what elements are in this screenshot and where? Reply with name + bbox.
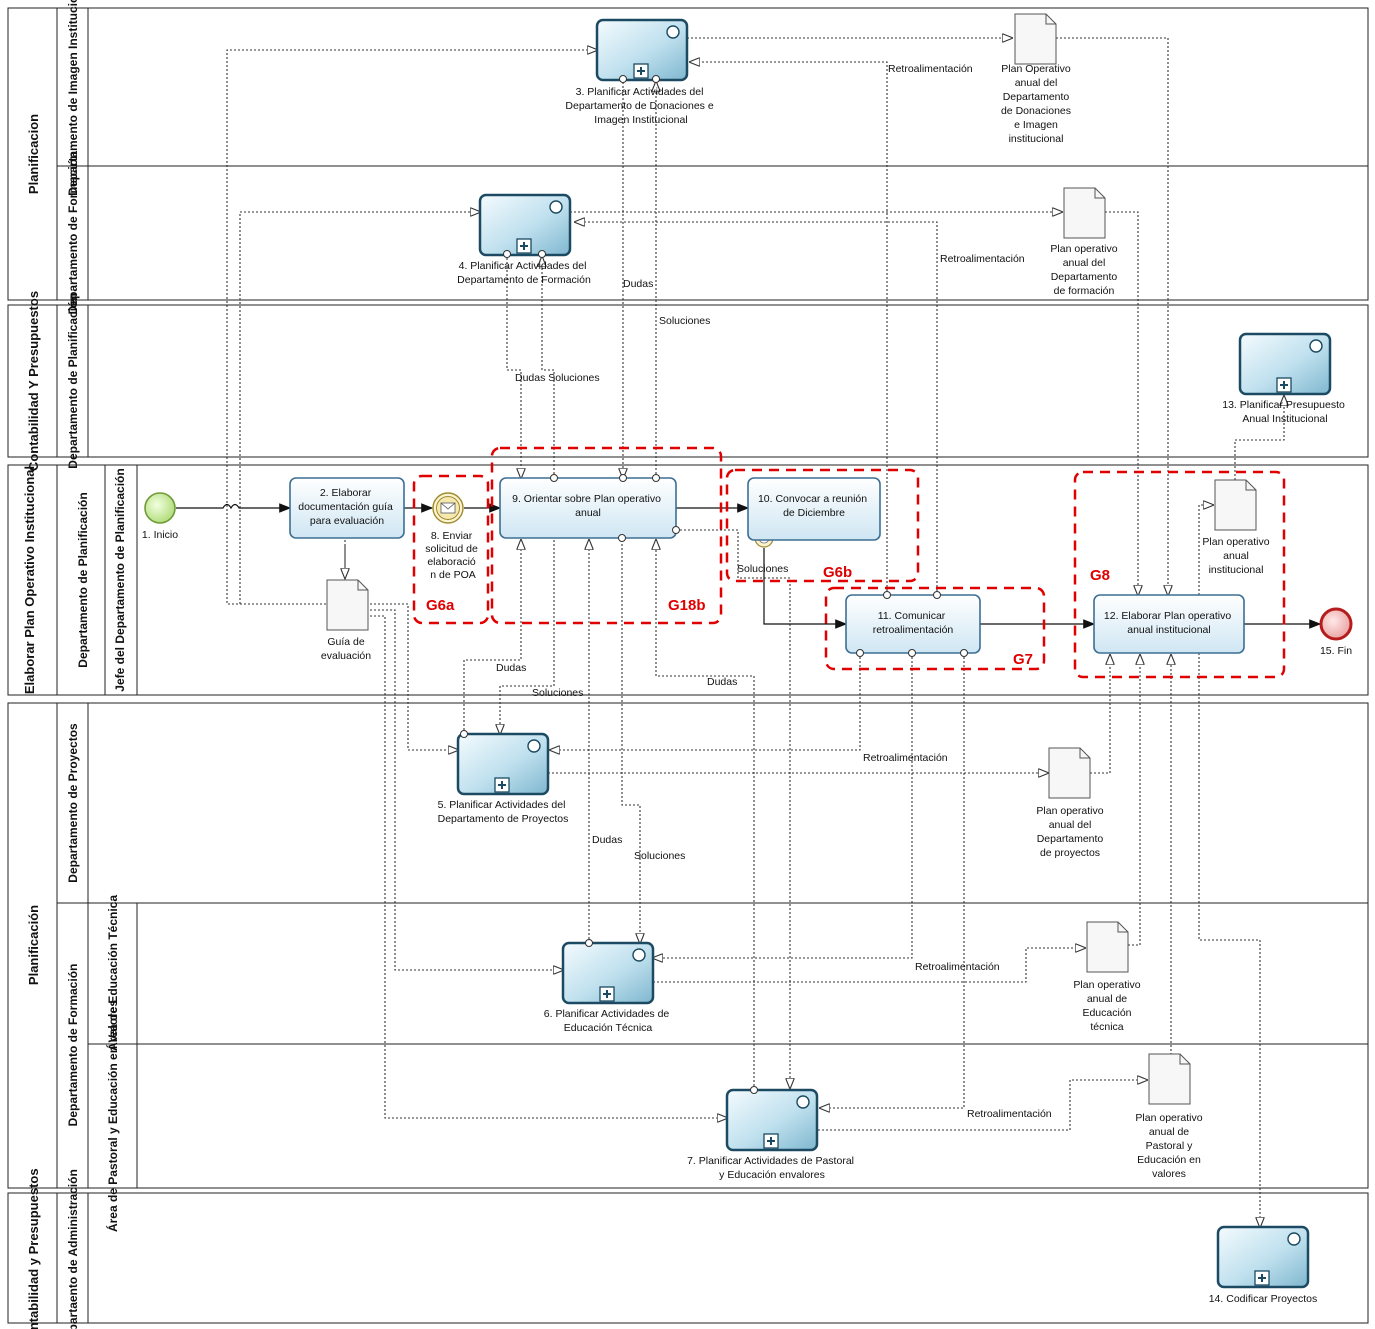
end-event[interactable] xyxy=(1319,607,1353,641)
end-event-label: 15. Fin xyxy=(1320,645,1352,657)
subprocess-3[interactable] xyxy=(595,18,689,82)
svg-text:Dudas: Dudas xyxy=(707,676,737,688)
lane-label-proyectos: Departamento de Proyectos xyxy=(66,723,80,883)
subprocess-13[interactable] xyxy=(1238,332,1332,396)
svg-text:9. Orientar sobre Plan operati: 9. Orientar sobre Plan operativo anual xyxy=(512,493,664,519)
svg-text:G7: G7 xyxy=(1013,651,1033,668)
lane-label-imagen: Departamento de Imagen Institucional xyxy=(66,0,80,196)
document-institucional[interactable] xyxy=(1214,479,1257,531)
subprocess-14-label: 14. Codificar Proyectos xyxy=(1209,1293,1318,1305)
svg-text:Soluciones: Soluciones xyxy=(532,687,583,699)
pool-contabilidad-top: Contabilidad Y Presupuestos Departamento… xyxy=(7,291,1369,471)
lane-label-planificacion: Departamento de Planificación xyxy=(76,492,90,667)
svg-text:11. Comunicar retroalime: 11. Comunicar retroalimentación xyxy=(873,610,954,636)
flow-labels: Retroalimentación Retroalimentación Duda… xyxy=(496,63,1052,1120)
subprocess-7[interactable] xyxy=(725,1088,819,1152)
start-event-label: 1. Inicio xyxy=(142,529,178,541)
subprocess-6[interactable] xyxy=(561,941,655,1005)
pool-elaborar-poi: Elaborar Plan Operativo Institucional De… xyxy=(7,464,1369,696)
sublane-label-jefe: Jefe del Departamento de Planificación xyxy=(113,468,127,691)
message-intermediate-event[interactable] xyxy=(432,492,464,524)
document-tecnica[interactable] xyxy=(1086,921,1129,973)
message-event-label: 8. Enviar solicitud de elaboració n de P… xyxy=(425,530,480,581)
lane-label-formacion: Departamento de Formación xyxy=(66,964,80,1127)
svg-text:Dudas: Dudas xyxy=(496,662,526,674)
subprocess-6-label: 6. Planificar Actividades de Educación T… xyxy=(544,1008,672,1034)
task-11[interactable]: 11. Comunicar retroalimentación xyxy=(845,594,981,654)
pool-label: Planificación xyxy=(26,905,41,985)
pool-planificacion-bottom: Planificación Departamento de Proyectos … xyxy=(7,702,1369,1232)
svg-text:Dudas Soluciones: Dudas Soluciones xyxy=(515,372,600,384)
svg-text:Soluciones: Soluciones xyxy=(737,563,788,575)
svg-text:G8: G8 xyxy=(1090,567,1110,584)
pool-label: Planificacion xyxy=(26,114,41,194)
svg-text:Dudas: Dudas xyxy=(592,834,622,846)
pool-planificacion-top: Planificacion Departamento de Imagen Ins… xyxy=(7,0,1369,315)
svg-text:Retroalimentación: Retroalimentación xyxy=(863,752,948,764)
subprocess-4-label: 4. Planificar Actividades del Departamen… xyxy=(457,260,591,286)
sublane-label-pastoral: Área de Pastoral y Educación en Valores xyxy=(105,1000,120,1232)
svg-text:Soluciones: Soluciones xyxy=(634,850,685,862)
sublane-label-tecnica: Área de Educación Técnica xyxy=(105,895,120,1051)
svg-text:G6b: G6b xyxy=(823,564,852,581)
svg-text:Retroalimentación: Retroalimentación xyxy=(915,961,1000,973)
task-10[interactable]: 10. Convocar a reunión de Diciembre xyxy=(747,477,881,541)
pool-contabilidad-bottom: Contabilidad y Presupuestos Departaento … xyxy=(7,1168,1369,1329)
svg-text:Retroalimentación: Retroalimentación xyxy=(940,253,1025,265)
envelope-icon xyxy=(440,502,456,514)
svg-text:2. Elaborar documentació: 2. Elaborar documentación guía para eval… xyxy=(298,487,396,527)
document-guia[interactable] xyxy=(326,579,369,631)
svg-text:Dudas: Dudas xyxy=(623,278,653,290)
svg-text:10. Convocar a reunión d: 10. Convocar a reunión de Diciembre xyxy=(758,493,870,519)
group-g8: G8 xyxy=(1073,470,1286,679)
subprocess-5[interactable] xyxy=(456,732,550,796)
pool-label: Contabilidad y Presupuestos xyxy=(26,1168,41,1329)
svg-text:12. Elaborar Plan operativo: 12. Elaborar Plan operativo anual instit… xyxy=(1104,610,1234,636)
svg-text:G6a: G6a xyxy=(426,597,455,614)
group-g18b: G18b xyxy=(490,446,723,625)
pool-label: Elaborar Plan Operativo Institucional xyxy=(22,466,37,694)
subprocess-5-label: 5. Planificar Actividades del Departamen… xyxy=(438,799,569,825)
lane-label-formacion: Departamento de Formación xyxy=(66,152,80,315)
group-g6a: G6a xyxy=(412,474,490,625)
message-flows xyxy=(226,38,1284,1227)
subprocess-4[interactable] xyxy=(478,193,572,257)
subprocess-13-label: 13. Planificar Presupuesto Anual Institu… xyxy=(1222,399,1348,425)
pool-label: Contabilidad Y Presupuestos xyxy=(26,291,41,471)
lane-label-planificacion: Departamento de Planificación xyxy=(66,293,80,468)
document-formacion[interactable] xyxy=(1063,187,1106,239)
subprocess-7-label: 7. Planificar Actividades de Pastoral y … xyxy=(687,1155,857,1181)
connection-ports xyxy=(460,75,968,1094)
group-g6b: G6b xyxy=(725,468,920,583)
sequence-flows xyxy=(176,503,1322,629)
svg-text:G18b: G18b xyxy=(668,597,706,614)
task-2[interactable]: 2. Elaborar documentación guía para eval… xyxy=(289,477,405,539)
task-12[interactable]: 12. Elaborar Plan operativo anual instit… xyxy=(1093,594,1245,654)
svg-text:Retroalimentación: Retroalimentación xyxy=(967,1108,1052,1120)
task-9[interactable]: 9. Orientar sobre Plan operativo anual xyxy=(499,477,677,539)
svg-text:Retroalimentación: Retroalimentación xyxy=(888,63,973,75)
subprocess-14[interactable] xyxy=(1216,1225,1310,1289)
svg-text:Soluciones: Soluciones xyxy=(659,315,710,327)
start-event[interactable] xyxy=(144,492,176,524)
lane-label-administracion: Departaento de Administración xyxy=(66,1169,80,1329)
document-proyectos[interactable] xyxy=(1048,747,1091,799)
subprocess-3-label: 3. Planificar Actividades del Departamen… xyxy=(565,86,716,126)
group-g7: G7 xyxy=(824,586,1046,671)
document-imagen[interactable] xyxy=(1014,13,1057,65)
document-pastoral[interactable] xyxy=(1148,1053,1191,1105)
